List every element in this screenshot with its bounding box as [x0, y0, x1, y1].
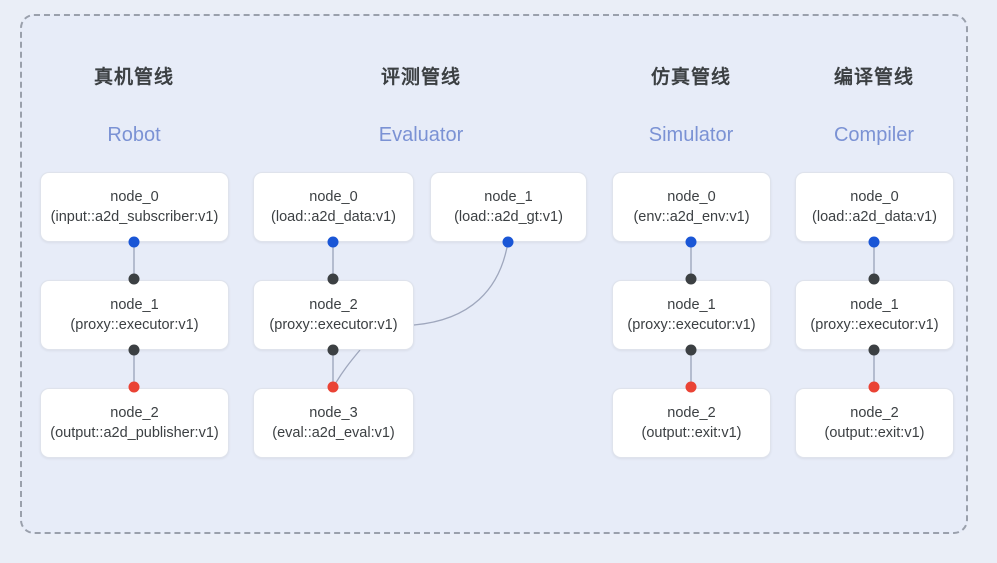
port-output-dot[interactable] [128, 236, 140, 248]
node-spec: (output::a2d_publisher:v1) [50, 425, 219, 441]
pipeline-subtitle-simulator: Simulator [648, 124, 734, 146]
node-name: node_0 [309, 189, 358, 205]
node-spec: (load::a2d_data:v1) [812, 209, 937, 225]
node-spec: (load::a2d_data:v1) [271, 209, 396, 225]
port-output-dot[interactable] [502, 236, 514, 248]
node-card[interactable]: node_0(load::a2d_data:v1) [795, 172, 954, 242]
node-spec: (proxy::executor:v1) [810, 317, 939, 333]
pipeline-title-compiler: 编译管线 [833, 67, 915, 88]
node-name: node_2 [309, 297, 358, 313]
node-name: node_2 [850, 405, 899, 421]
node-spec: (env::a2d_env:v1) [633, 209, 750, 225]
node-card[interactable]: node_1(proxy::executor:v1) [795, 280, 954, 350]
pipeline-title-robot: 真机管线 [93, 67, 175, 88]
node-spec: (eval::a2d_eval:v1) [272, 425, 395, 441]
node-name: node_2 [110, 405, 159, 421]
port-input-dot[interactable] [327, 273, 339, 285]
node-name: node_3 [309, 405, 358, 421]
port-output-dot[interactable] [868, 236, 880, 248]
port-input-dot[interactable] [868, 273, 880, 285]
node-card[interactable]: node_2(output::exit:v1) [612, 388, 771, 458]
port-output-dot[interactable] [685, 344, 697, 356]
node-name: node_0 [667, 189, 716, 205]
pipeline-subtitle-evaluator: Evaluator [378, 124, 464, 146]
node-spec: (input::a2d_subscriber:v1) [50, 209, 219, 225]
node-card[interactable]: node_3(eval::a2d_eval:v1) [253, 388, 414, 458]
node-card[interactable]: node_1(proxy::executor:v1) [40, 280, 229, 350]
port-output-dot[interactable] [685, 236, 697, 248]
node-name: node_1 [484, 189, 533, 205]
port-output-dot[interactable] [327, 236, 339, 248]
node-card[interactable]: node_1(proxy::executor:v1) [612, 280, 771, 350]
port-input-dot[interactable] [128, 381, 140, 393]
port-output-dot[interactable] [327, 344, 339, 356]
node-spec: (proxy::executor:v1) [269, 317, 398, 333]
node-name: node_0 [110, 189, 159, 205]
node-card[interactable]: node_2(output::a2d_publisher:v1) [40, 388, 229, 458]
node-name: node_2 [667, 405, 716, 421]
port-output-dot[interactable] [868, 344, 880, 356]
node-spec: (output::exit:v1) [824, 425, 925, 441]
port-input-dot[interactable] [327, 381, 339, 393]
pipeline-subtitle-robot: Robot [107, 124, 161, 146]
node-spec: (proxy::executor:v1) [627, 317, 756, 333]
node-card[interactable]: node_0(load::a2d_data:v1) [253, 172, 414, 242]
port-input-dot[interactable] [685, 273, 697, 285]
node-card[interactable]: node_2(output::exit:v1) [795, 388, 954, 458]
node-name: node_1 [850, 297, 899, 313]
node-card[interactable]: node_2(proxy::executor:v1) [253, 280, 414, 350]
port-output-dot[interactable] [128, 344, 140, 356]
port-input-dot[interactable] [868, 381, 880, 393]
node-card[interactable]: node_0(input::a2d_subscriber:v1) [40, 172, 229, 242]
pipeline-title-simulator: 仿真管线 [650, 67, 732, 88]
node-card[interactable]: node_1(load::a2d_gt:v1) [430, 172, 587, 242]
port-input-dot[interactable] [685, 381, 697, 393]
node-spec: (proxy::executor:v1) [70, 317, 199, 333]
node-name: node_1 [110, 297, 159, 313]
node-name: node_1 [667, 297, 716, 313]
pipeline-subtitle-compiler: Compiler [833, 124, 915, 146]
port-input-dot[interactable] [128, 273, 140, 285]
pipeline-title-evaluator: 评测管线 [380, 67, 462, 88]
node-name: node_0 [850, 189, 899, 205]
node-spec: (load::a2d_gt:v1) [454, 209, 563, 225]
node-card[interactable]: node_0(env::a2d_env:v1) [612, 172, 771, 242]
node-spec: (output::exit:v1) [641, 425, 742, 441]
